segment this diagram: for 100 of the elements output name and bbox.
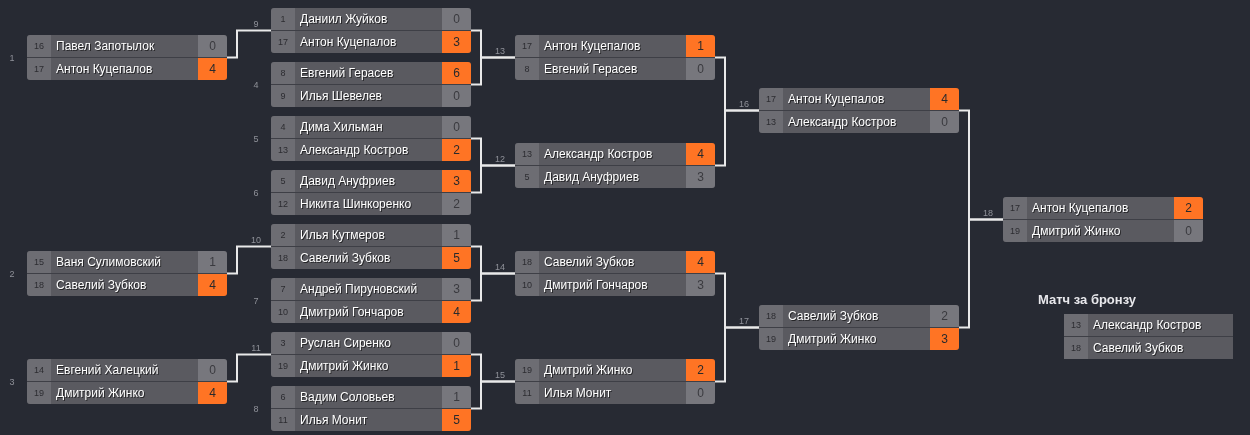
seed-cell: 19 xyxy=(759,328,783,350)
player-name: Антон Куцепалов xyxy=(51,58,198,80)
player-name: Никита Шинкоренко xyxy=(295,193,442,215)
bracket-line xyxy=(714,326,760,383)
player-name: Дима Хильман xyxy=(295,116,442,138)
match-box xyxy=(759,305,959,350)
player-name: Андрей Пируновский xyxy=(295,278,442,300)
player-name: Илья Шевелев xyxy=(295,85,442,107)
seed-cell: 8 xyxy=(515,58,539,80)
seed-cell: 17 xyxy=(515,35,539,57)
match-number: 16 xyxy=(739,98,749,109)
player-name: Евгений Герасев xyxy=(295,62,442,84)
match-number: 14 xyxy=(495,261,505,272)
player-name: Дмитрий Гончаров xyxy=(539,274,686,296)
seed-cell: 5 xyxy=(515,166,539,188)
player-name: Антон Куцепалов xyxy=(539,35,686,57)
seed-cell: 10 xyxy=(515,274,539,296)
player-name: Руслан Сиренко xyxy=(295,332,442,354)
seed-cell: 19 xyxy=(27,382,51,404)
seed-cell: 19 xyxy=(271,355,295,377)
score-cell: 0 xyxy=(686,382,715,404)
score-cell: 2 xyxy=(686,359,715,381)
player-name: Евгений Герасев xyxy=(539,58,686,80)
score-cell: 3 xyxy=(442,278,471,300)
match-box xyxy=(759,88,959,133)
match-number: 9 xyxy=(253,18,259,29)
score-cell: 1 xyxy=(198,251,227,273)
player-name: Антон Куцепалов xyxy=(783,88,930,110)
player-name: Илья Монит xyxy=(539,382,686,404)
player-name: Ваня Сулимовский xyxy=(51,251,198,273)
seed-cell: 13 xyxy=(1064,314,1088,336)
score-cell: 2 xyxy=(442,193,471,215)
match-number: 10 xyxy=(251,234,261,245)
score-cell: 4 xyxy=(198,382,227,404)
match-number: 12 xyxy=(495,153,505,164)
score-cell: 2 xyxy=(442,139,471,161)
seed-cell: 18 xyxy=(271,247,295,269)
player-name: Савелий Зубков xyxy=(1088,337,1233,359)
player-name: Александр Костров xyxy=(539,143,686,165)
seed-cell: 6 xyxy=(271,386,295,408)
score-cell: 4 xyxy=(442,301,471,323)
score-cell: 0 xyxy=(442,85,471,107)
player-name: Дмитрий Жинко xyxy=(51,382,198,404)
match-box xyxy=(1003,197,1203,242)
player-name: Савелий Зубков xyxy=(51,274,198,296)
score-cell: 0 xyxy=(442,116,471,138)
match-number: 3 xyxy=(9,376,15,387)
player-name: Вадим Соловьев xyxy=(295,386,442,408)
score-cell: 2 xyxy=(1174,197,1203,219)
player-name: Дмитрий Жинко xyxy=(1027,220,1174,242)
score-cell: 3 xyxy=(930,328,959,350)
match-number: 6 xyxy=(253,187,259,198)
score-cell: 1 xyxy=(442,224,471,246)
score-cell: 1 xyxy=(686,35,715,57)
player-name: Давид Ануфриев xyxy=(295,170,442,192)
seed-cell: 13 xyxy=(515,143,539,165)
bracket-line xyxy=(470,272,516,302)
match-box xyxy=(515,143,715,188)
seed-cell: 11 xyxy=(515,382,539,404)
seed-cell: 1 xyxy=(271,8,295,30)
player-name: Дмитрий Жинко xyxy=(783,328,930,350)
player-name: Александр Костров xyxy=(783,111,930,133)
match-box xyxy=(271,278,471,323)
section-heading: Матч за бронзу xyxy=(1038,292,1136,308)
seed-cell: 17 xyxy=(27,58,51,80)
seed-cell: 18 xyxy=(759,305,783,327)
score-cell: 5 xyxy=(442,409,471,431)
match-number: 13 xyxy=(495,45,505,56)
bracket-line xyxy=(470,380,516,410)
seed-cell: 9 xyxy=(271,85,295,107)
match-number: 1 xyxy=(9,52,15,63)
bracket-line xyxy=(470,56,516,86)
score-cell: 4 xyxy=(686,251,715,273)
score-cell: 1 xyxy=(442,386,471,408)
seed-cell: 17 xyxy=(271,31,295,53)
player-name: Даниил Жуйков xyxy=(295,8,442,30)
match-box xyxy=(271,8,471,53)
score-cell: 4 xyxy=(686,143,715,165)
player-name: Евгений Халецкий xyxy=(51,359,198,381)
bracket-line xyxy=(958,218,1004,329)
player-name: Илья Монит xyxy=(295,409,442,431)
score-cell: 4 xyxy=(930,88,959,110)
player-name: Павел Запотылок xyxy=(51,35,198,57)
match-box xyxy=(27,251,227,296)
match-box xyxy=(271,116,471,161)
seed-cell: 18 xyxy=(27,274,51,296)
player-name: Савелий Зубков xyxy=(783,305,930,327)
match-number: 8 xyxy=(253,403,259,414)
seed-cell: 2 xyxy=(271,224,295,246)
match-box xyxy=(271,224,471,269)
match-number: 11 xyxy=(251,342,261,353)
score-cell: 3 xyxy=(442,170,471,192)
match-box xyxy=(515,251,715,296)
match-number: 18 xyxy=(983,207,993,218)
score-cell: 0 xyxy=(442,332,471,354)
score-cell: 1 xyxy=(442,355,471,377)
score-cell: 4 xyxy=(198,274,227,296)
match-number: 7 xyxy=(253,295,259,306)
seed-cell: 11 xyxy=(271,409,295,431)
match-box xyxy=(271,386,471,431)
